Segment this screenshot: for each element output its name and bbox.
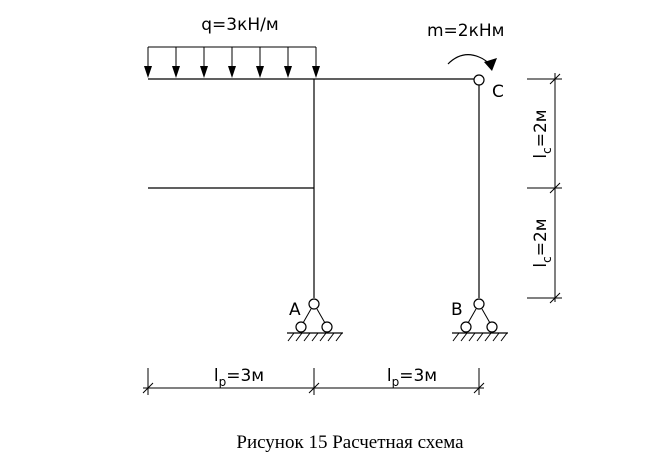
ground-hatch-line	[335, 332, 343, 342]
pin-support-a	[287, 298, 343, 342]
ground-hatch-line	[500, 332, 508, 342]
horizontal-dimension-middle-tick	[308, 382, 320, 394]
support-b-top-hinge	[473, 298, 485, 310]
horizontal-dimension-left-tick	[142, 382, 154, 394]
moment-label: m=2кНм	[427, 21, 505, 41]
vertical-dimension-bottom-tick	[549, 292, 561, 304]
ground-hatch-line	[468, 332, 476, 342]
ground-hatch-line	[484, 332, 492, 342]
support-a-left-leg	[302, 308, 312, 324]
vertical-dimension-top-tick	[549, 73, 561, 85]
support-b-hatching	[452, 332, 508, 342]
ground-hatch-line	[327, 332, 335, 342]
ground-hatch-line	[476, 332, 484, 342]
support-a-left-hinge	[295, 321, 307, 333]
ground-hatch-line	[492, 332, 500, 342]
support-b-left-hinge	[460, 321, 472, 333]
moment-arrowhead	[484, 58, 497, 71]
ground-hatch-line	[311, 332, 319, 342]
ground-hatch-line	[460, 332, 468, 342]
support-b-right-leg	[481, 308, 491, 324]
load-arrowhead	[228, 66, 236, 78]
hinge-c	[473, 74, 485, 86]
vertical-dimension-middle-tick	[549, 182, 561, 194]
figure-caption: Рисунок 15 Расчетная схема	[236, 432, 464, 453]
span-1-label: lp=3м	[214, 366, 264, 389]
horizontal-dimension-right-tick	[473, 382, 485, 394]
pin-support-b	[452, 298, 508, 342]
support-b-left-leg	[467, 308, 477, 324]
load-arrowhead	[284, 66, 292, 78]
ground-hatch-line	[452, 332, 460, 342]
support-a-top-hinge	[308, 298, 320, 310]
load-arrowhead	[144, 66, 152, 78]
horizontal-dimension	[142, 368, 485, 395]
vertical-dimension	[527, 73, 562, 304]
load-arrowhead	[200, 66, 208, 78]
load-arrowhead	[172, 66, 180, 78]
node-b-label: B	[451, 300, 463, 320]
distributed-load	[144, 46, 320, 78]
ground-hatch-line	[319, 332, 327, 342]
ground-hatch-line	[303, 332, 311, 342]
load-label: q=3кН/м	[201, 15, 278, 35]
support-b-right-hinge	[486, 321, 498, 333]
column-segment-1-label: lc=2м	[531, 109, 554, 158]
column-segment-2-label: lc=2м	[531, 218, 554, 267]
support-a-right-leg	[316, 308, 326, 324]
ground-hatch-line	[295, 332, 303, 342]
support-a-hatching	[287, 332, 343, 342]
support-a-right-hinge	[321, 321, 333, 333]
load-arrows	[144, 47, 320, 78]
moment-arc	[447, 54, 491, 67]
node-a-label: A	[289, 300, 301, 320]
ground-hatch-line	[287, 332, 295, 342]
load-arrowhead	[312, 66, 320, 78]
span-2-label: lp=3м	[387, 366, 437, 389]
load-arrowhead	[256, 66, 264, 78]
node-c-label: C	[492, 82, 504, 102]
